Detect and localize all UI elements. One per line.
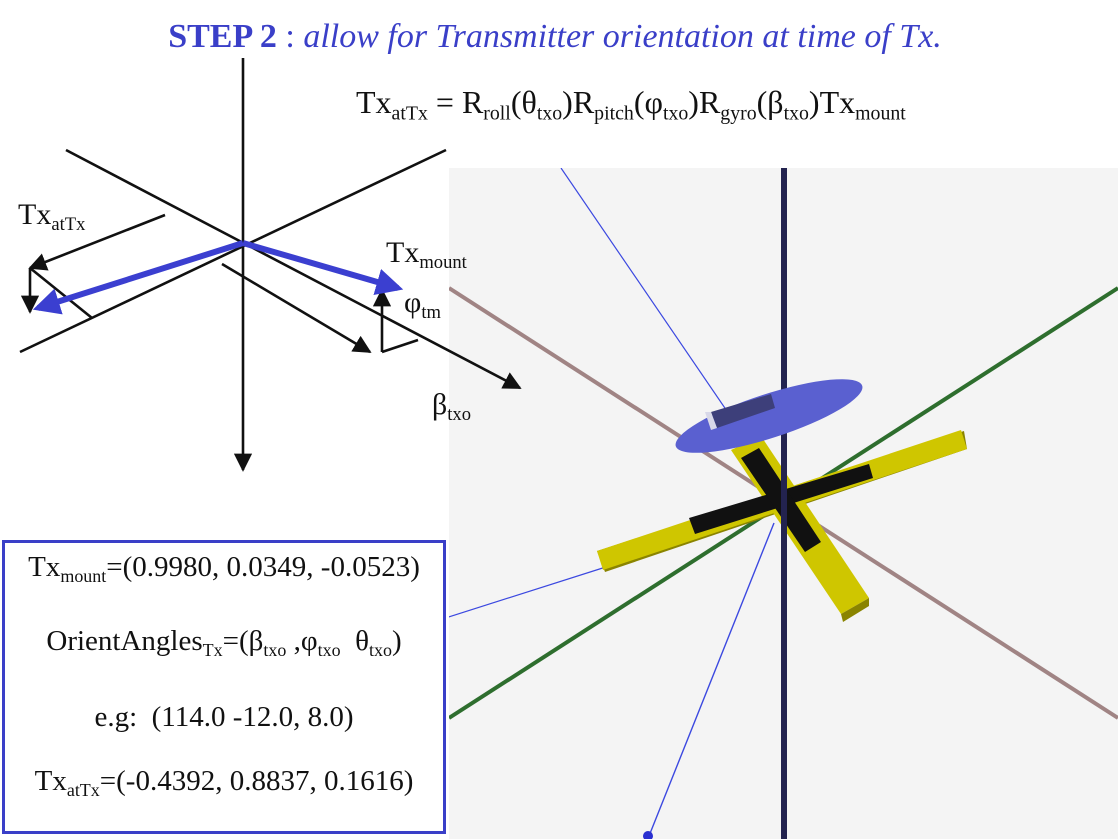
orient-close: ) [391, 625, 402, 657]
render-viewport[interactable] [449, 168, 1118, 839]
render-scene [449, 168, 1118, 839]
slide-title: STEP 2 : allow for Transmitter orientati… [0, 18, 1110, 56]
orient-phi: φ [300, 625, 318, 657]
orient-beta: β [248, 625, 264, 657]
eq-pitch-r: R [572, 84, 595, 120]
values-box: Txmount=(0.9980, 0.0349, -0.0523) Orient… [2, 540, 446, 834]
eq-theta-sub: txo [536, 102, 563, 125]
eq-beta-sub: txo [783, 102, 809, 125]
row-orient-angles: OrientAnglesTx=(βtxo ,φtxo θtxo) [5, 625, 443, 660]
ray-line-top [560, 168, 745, 437]
orient-theta-sub: txo [368, 639, 392, 660]
row-tx-mount: Txmount=(0.9980, 0.0349, -0.0523) [5, 551, 443, 586]
eq-gyro-r: R [698, 84, 721, 120]
eq-equals: = [435, 84, 454, 120]
orient-phi-sub: txo [317, 639, 341, 660]
tx-attx-value: =(-0.4392, 0.8837, 0.1616) [99, 765, 414, 797]
label-tx-mount-base: Tx [386, 236, 420, 269]
row-tx-attx: TxatTx=(-0.4392, 0.8837, 0.1616) [5, 765, 443, 800]
orient-sub: Tx [202, 639, 223, 660]
ray-line-bottom [648, 522, 775, 837]
rotation-equation: TxatTx = Rroll(θtxo)Rpitch(φtxo)Rgyro(βt… [356, 84, 906, 125]
label-tx-mount: Txmount [386, 236, 467, 273]
eq-tail-sub: mount [855, 102, 906, 125]
mount-projection-arrow [221, 262, 372, 354]
eq-tail-base: Tx [819, 84, 856, 120]
label-beta-txo: βtxo [432, 388, 472, 425]
aircraft-cabin-face [705, 412, 717, 430]
ray-line-left [449, 565, 610, 618]
orient-beta-sub: txo [263, 639, 287, 660]
orient-base: OrientAngles [46, 625, 203, 657]
title-separator: : [285, 18, 295, 55]
eq-roll-sub: roll [483, 102, 511, 125]
tx-mount-base: Tx [28, 551, 61, 583]
orient-space [341, 625, 356, 657]
tx-mount-value: =(0.9980, 0.0349, -0.0523) [106, 551, 420, 583]
label-beta-sub: txo [447, 403, 472, 425]
label-phi-sub: tm [421, 301, 441, 323]
label-tx-attx-base: Tx [18, 198, 52, 231]
eq-pitch-sub: pitch [594, 102, 634, 125]
eq-beta: β [767, 84, 784, 120]
eq-roll-r: R [461, 84, 484, 120]
eq-lhs-sub: atTx [391, 102, 428, 125]
step-label: STEP 2 [168, 18, 277, 55]
label-phi-tm: φtm [404, 286, 441, 323]
label-tx-attx: TxatTx [18, 198, 86, 235]
projection-line-top [28, 213, 166, 271]
label-tx-attx-sub: atTx [51, 213, 86, 235]
label-beta-base: β [432, 388, 448, 421]
aircraft-cabin [711, 394, 775, 428]
tx-attx-base: Tx [34, 765, 67, 797]
label-phi-base: φ [404, 286, 422, 319]
orient-open: =( [222, 625, 249, 657]
orient-theta: θ [355, 625, 369, 657]
orient-comma: , [286, 625, 301, 657]
eq-phi-sub: txo [662, 102, 689, 125]
eq-lhs-base: Tx [356, 84, 392, 120]
axis-beta [65, 148, 522, 390]
eq-gyro-sub: gyro [720, 102, 757, 125]
label-tx-mount-sub: mount [419, 251, 467, 273]
tx-mount-sub: mount [60, 565, 107, 586]
tx-attx-vector [32, 240, 244, 315]
title-text: allow for Transmitter orientation at tim… [303, 18, 942, 55]
eq-theta: θ [521, 84, 537, 120]
tx-attx-sub: atTx [66, 779, 100, 800]
phi-arc [381, 338, 419, 354]
loop-arm-cross-side [841, 598, 869, 622]
aircraft-body [675, 379, 863, 453]
orientation-diagram [19, 58, 522, 472]
tx-mount-vector [242, 240, 404, 295]
row-example: e.g: (114.0 -12.0, 8.0) [94, 701, 354, 733]
eq-phi: φ [644, 84, 663, 120]
ray-endpoint-dot [643, 831, 653, 839]
